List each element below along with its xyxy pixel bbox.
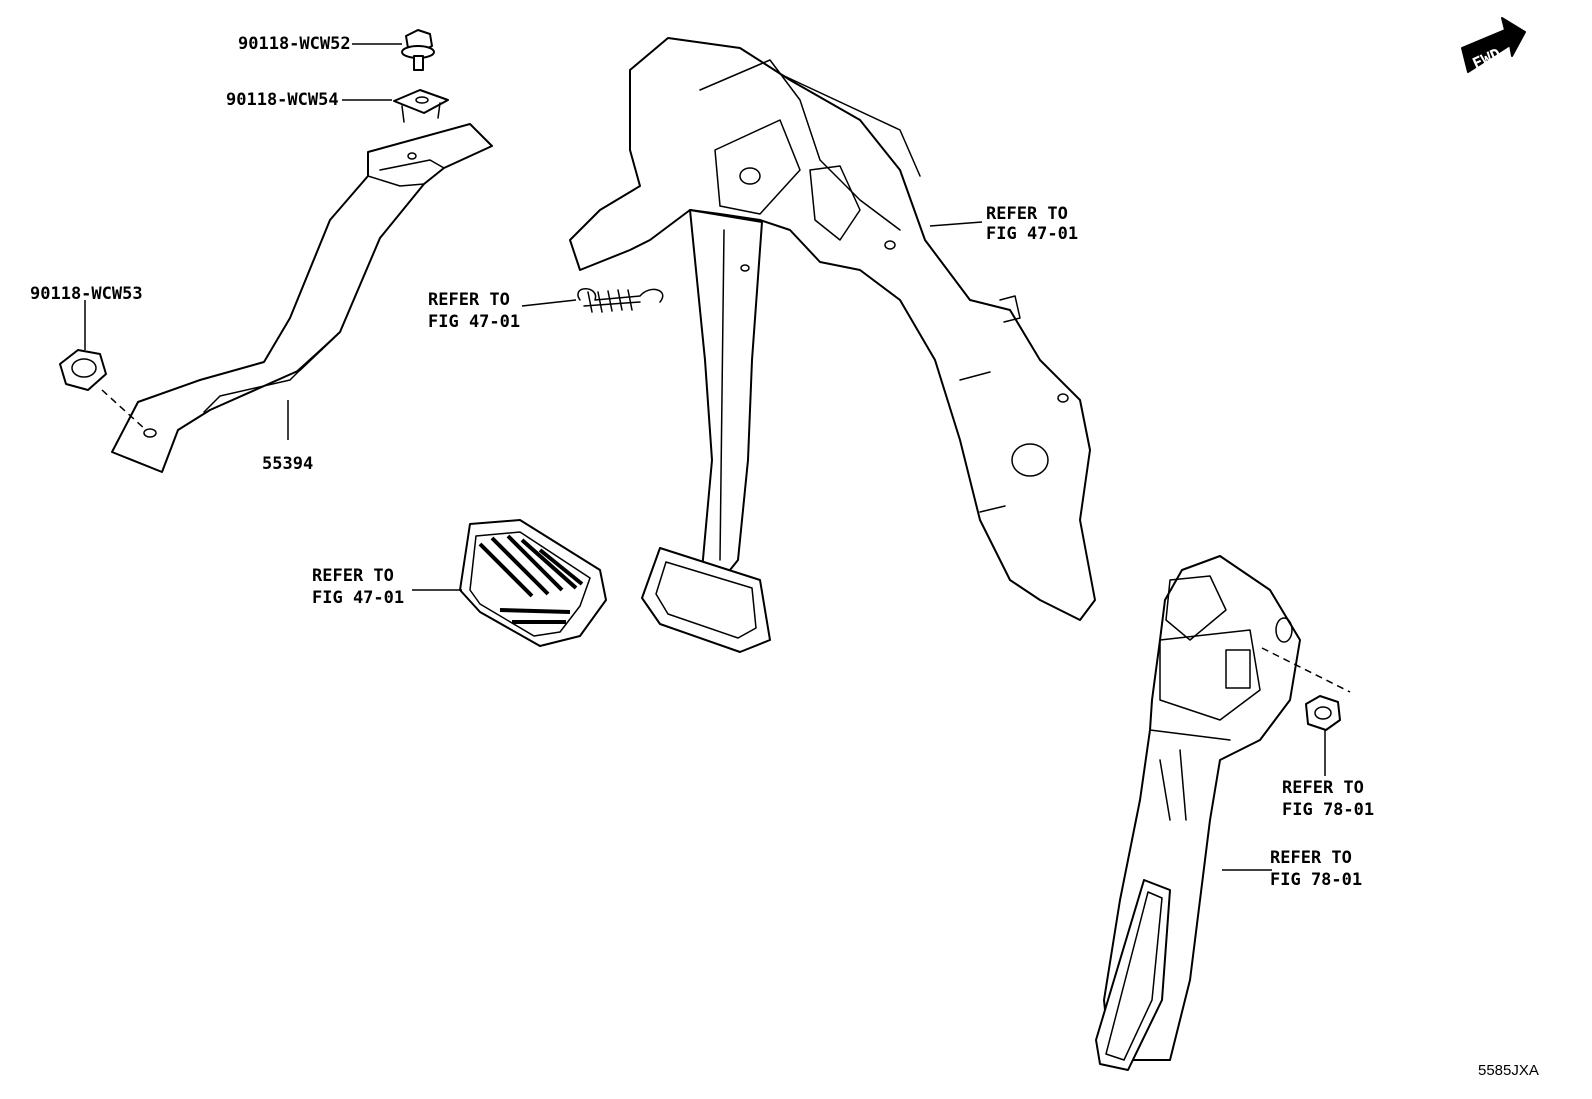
- label-pad-fig: FIG 47-01: [312, 588, 405, 608]
- label-55394: 55394: [262, 454, 314, 474]
- leader-bracket: [929, 221, 983, 227]
- dash-wcw53: [101, 389, 147, 431]
- label-nut-refer: REFER TO: [1282, 778, 1364, 798]
- bolt-wcw52: [401, 29, 435, 71]
- label-spring-fig: FIG 47-01: [428, 312, 521, 332]
- label-90118-wcw52: 90118-WCW52: [238, 34, 351, 54]
- label-bracket-fig: FIG 47-01: [986, 224, 1079, 244]
- bracket-55394: [111, 123, 493, 473]
- brake-pedal-pad: [459, 519, 607, 647]
- nut-accel: [1305, 695, 1341, 731]
- label-90118-wcw54: 90118-WCW54: [226, 90, 339, 110]
- leader-spring: [521, 299, 577, 307]
- clip-nut-wcw54: [393, 89, 449, 123]
- accelerator-pedal: [1095, 555, 1301, 1071]
- brake-pedal: [641, 209, 771, 653]
- label-nut-fig: FIG 78-01: [1282, 800, 1375, 820]
- dash-nut: [1261, 647, 1351, 693]
- label-accel-fig: FIG 78-01: [1270, 870, 1363, 890]
- return-spring: [577, 288, 664, 313]
- label-pad-refer: REFER TO: [312, 566, 394, 586]
- diagram-code: 5585JXA: [1478, 1062, 1539, 1079]
- label-90118-wcw53: 90118-WCW53: [30, 284, 143, 304]
- label-spring-refer: REFER TO: [428, 290, 510, 310]
- bolt-wcw53: [59, 349, 107, 391]
- label-bracket-refer: REFER TO: [986, 204, 1068, 224]
- label-accel-refer: REFER TO: [1270, 848, 1352, 868]
- fwd-arrow-icon: FWD: [1461, 17, 1526, 73]
- pedal-bracket: [569, 37, 1096, 621]
